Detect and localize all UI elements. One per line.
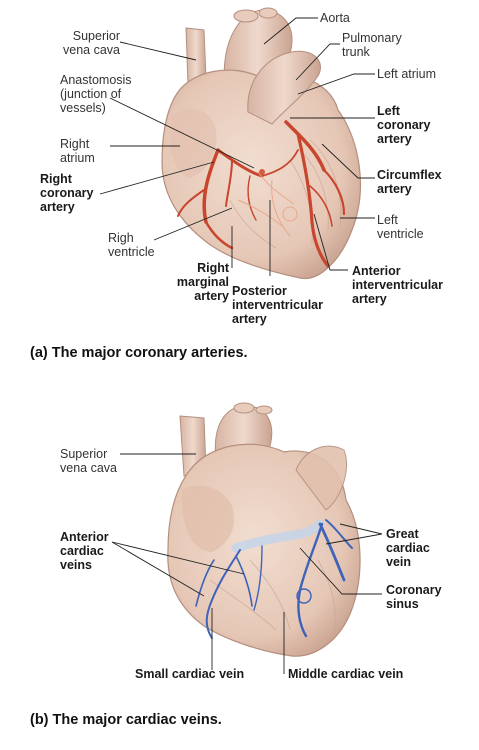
leader-a-right-coronary bbox=[99, 161, 215, 195]
label-a-left-coronary-artery: Left coronary artery bbox=[377, 104, 431, 146]
label-a-left-ventricle: Left ventricle bbox=[377, 213, 424, 241]
label-a-right-marginal-artery: Right marginal artery bbox=[176, 261, 229, 303]
heart-a-posterior-vessels bbox=[237, 171, 298, 237]
label-a-left-atrium: Left atrium bbox=[377, 67, 437, 81]
leader-b-anterior-cardiac-2 bbox=[111, 541, 205, 597]
label-b-coronary-sinus: Coronary sinus bbox=[386, 583, 442, 611]
label-b-superior-vena-cava: Superior vena cava bbox=[60, 447, 117, 475]
label-a-right-coronary-artery: Right coronary artery bbox=[40, 172, 94, 214]
heart-b bbox=[167, 402, 361, 657]
label-a-aorta: Aorta bbox=[320, 11, 350, 25]
label-a-anterior-interventricular-artery: Anterior interventricular artery bbox=[352, 264, 444, 306]
label-b-great-cardiac-vein: Great cardiac vein bbox=[386, 527, 430, 569]
label-a-posterior-interventricular-artery: Posterior interventricular artery bbox=[232, 284, 324, 326]
leader-a-left-atrium bbox=[297, 73, 375, 95]
heart-b-coronary-sinus bbox=[231, 519, 325, 553]
label-a-circumflex-artery: Circumflex artery bbox=[377, 168, 442, 196]
leader-b-coronary-sinus bbox=[299, 547, 382, 595]
label-a-superior-vena-cava: Superior vena cava bbox=[63, 29, 120, 57]
leader-a-pulmonary bbox=[295, 43, 340, 81]
leader-a-anterior-iv bbox=[313, 213, 348, 271]
label-a-anastomosis: Anastomosis (junction of vessels) bbox=[60, 73, 132, 115]
leader-b-great-cardiac-1 bbox=[339, 523, 383, 535]
label-b-middle-cardiac-vein: Middle cardiac vein bbox=[288, 667, 404, 681]
caption-a: (a) The major coronary arteries. bbox=[30, 345, 248, 361]
leader-b-great-cardiac-2 bbox=[325, 533, 383, 545]
leader-a-svc bbox=[119, 41, 197, 61]
leader-a-circumflex bbox=[321, 143, 375, 179]
panel-a-leaders bbox=[99, 17, 375, 276]
caption-b: (b) The major cardiac veins. bbox=[30, 712, 222, 728]
leader-b-anterior-cardiac-1 bbox=[111, 541, 245, 575]
leader-a-aorta bbox=[263, 17, 318, 45]
leader-a-anastomosis bbox=[109, 97, 255, 169]
label-a-right-atrium: Right atrium bbox=[60, 137, 95, 165]
label-b-anterior-cardiac-veins: Anterior cardiac veins bbox=[60, 530, 109, 572]
label-b-small-cardiac-vein: Small cardiac vein bbox=[135, 667, 245, 681]
panel-b-leaders bbox=[111, 453, 383, 674]
heart-b-cardiac-veins bbox=[195, 519, 353, 639]
leader-a-right-ventricle bbox=[153, 207, 233, 241]
heart-a-anastomosis bbox=[259, 169, 265, 175]
heart-a-pulmonary-trunk bbox=[247, 50, 321, 125]
label-a-right-ventricle: Righ ventricle bbox=[108, 231, 155, 259]
label-a-pulmonary-trunk: Pulmonary trunk bbox=[342, 31, 402, 59]
heart-a bbox=[161, 7, 361, 280]
